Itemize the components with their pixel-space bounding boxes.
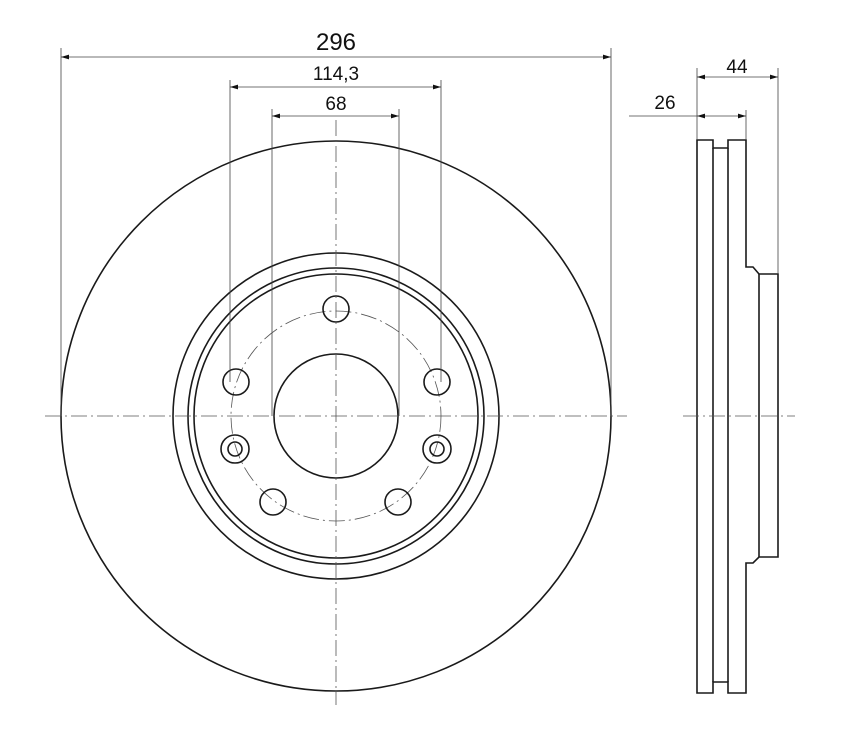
bolt-hole [422, 434, 452, 464]
bolt-hole [222, 368, 250, 396]
dim-outer-diameter: 296 [316, 29, 356, 56]
front-dimensions: 296 114,3 68 [60, 29, 612, 416]
bolt-holes [220, 295, 452, 516]
dim-total-height: 44 [726, 57, 748, 78]
front-view [45, 120, 627, 705]
bolt-hole-inner [227, 441, 243, 457]
dim-center-bore: 68 [325, 94, 346, 115]
bolt-hole [384, 488, 412, 516]
dim-bolt-circle: 114,3 [313, 64, 359, 85]
bolt-hole-inner [429, 441, 445, 457]
bolt-hole [423, 368, 451, 396]
side-view [683, 139, 795, 694]
bolt-hole [259, 488, 287, 516]
side-dimensions: 44 26 [629, 57, 779, 274]
bolt-hole [220, 434, 250, 464]
dim-thickness: 26 [654, 93, 675, 114]
disc-profile [696, 139, 779, 694]
